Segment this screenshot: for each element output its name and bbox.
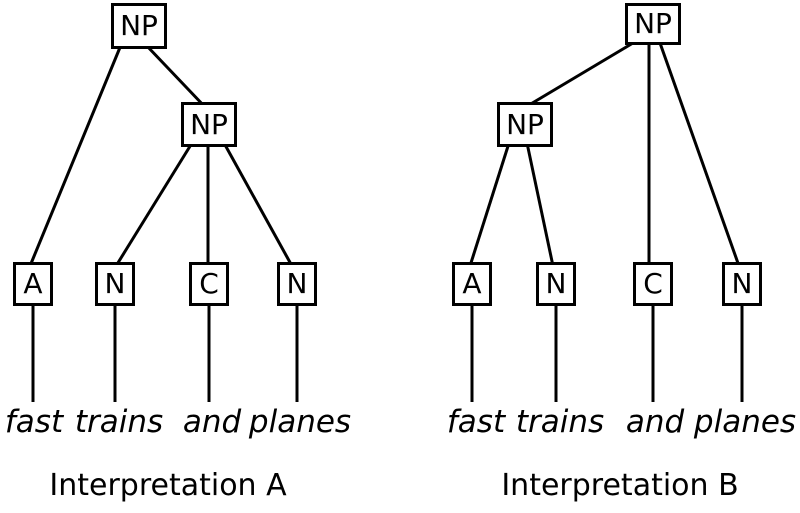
tree-b-word-planes: planes bbox=[693, 404, 797, 440]
edge-b-root-to-n2 bbox=[658, 42, 741, 267]
tree-a-caption: Interpretation A bbox=[49, 468, 287, 503]
edge-b-root-to-inner bbox=[523, 41, 634, 110]
tree-b-word-and: and bbox=[625, 404, 685, 440]
tree-a-word-planes: planes bbox=[248, 404, 352, 440]
tree-a-leaf-n1-node: N bbox=[95, 262, 135, 306]
edge-b-inner-to-n1 bbox=[525, 142, 555, 267]
edge-a-inner-to-n1 bbox=[114, 142, 194, 267]
tree-a-leaf-c-node: C bbox=[189, 262, 229, 306]
tree-a-leaf-n2-node: N bbox=[277, 262, 317, 306]
tree-a-word-trains: trains bbox=[74, 404, 164, 440]
tree-b-caption: Interpretation B bbox=[501, 468, 739, 503]
tree-a-leaf-a-node: A bbox=[13, 262, 53, 306]
edge-a-inner-to-n2 bbox=[222, 142, 294, 267]
tree-a-word-and: and bbox=[182, 404, 242, 440]
tree-b-leaf-n1-node: N bbox=[536, 262, 576, 306]
tree-b-word-fast: fast bbox=[446, 404, 506, 440]
tree-b-word-trains: trains bbox=[515, 404, 605, 440]
tree-b-root-np-node: NP bbox=[625, 3, 681, 45]
tree-b-leaf-n2-node: N bbox=[722, 262, 762, 306]
edge-a-root-to-inner bbox=[144, 43, 208, 110]
tree-a-inner-np-node: NP bbox=[181, 102, 237, 147]
tree-b-leaf-c-node: C bbox=[633, 262, 673, 306]
tree-b-inner-np-node: NP bbox=[497, 102, 553, 147]
tree-a-root-np-node: NP bbox=[111, 3, 167, 49]
edge-a-root-to-a bbox=[28, 44, 123, 267]
tree-a-word-fast: fast bbox=[4, 404, 64, 440]
edge-b-inner-to-a bbox=[468, 142, 511, 267]
tree-b-leaf-a-node: A bbox=[452, 262, 492, 306]
